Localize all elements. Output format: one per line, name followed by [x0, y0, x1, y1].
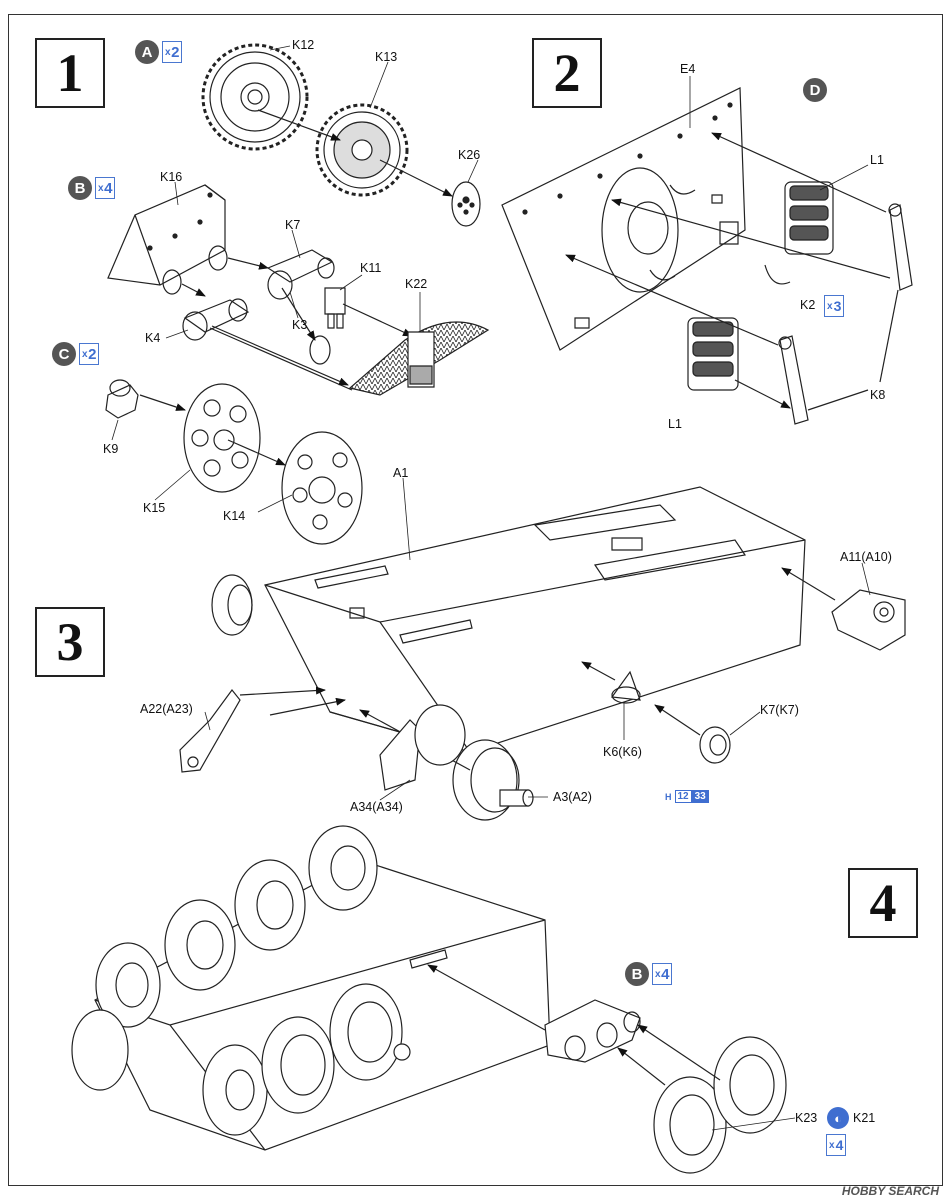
badge-letter: B: [68, 176, 92, 200]
cap-k3: [310, 336, 330, 364]
housing-k16: [108, 185, 227, 294]
label-a11: A11(A10): [840, 550, 892, 564]
badge-letter: A: [135, 40, 159, 64]
label-k15: K15: [143, 501, 166, 515]
sprocket-hub-front: [212, 575, 252, 635]
idler-k14: [282, 432, 362, 544]
step-number-2: 2: [532, 38, 602, 108]
label-a34: A34(A34): [350, 800, 403, 814]
label-k7: K7: [285, 218, 301, 232]
bracket-a11: [832, 590, 905, 650]
bumpstop-k6: [612, 672, 640, 703]
cement-icon: ◐: [827, 1107, 849, 1129]
label-k16: K16: [160, 170, 183, 184]
label-k12: K12: [292, 38, 315, 52]
label-a3: A3(A2): [553, 790, 592, 804]
bracket-k8-top: [890, 205, 912, 290]
part-k11: [325, 288, 345, 328]
label-k26: K26: [458, 148, 481, 162]
road-wheel-pair-k23-k21: [654, 1037, 786, 1173]
suspension-unit-b: [545, 1000, 640, 1062]
hook-k2-2: [650, 270, 675, 280]
label-k13: K13: [375, 50, 398, 64]
hubcap-k26: [452, 182, 480, 226]
hull-a1: [265, 487, 805, 752]
label-k14: K14: [223, 509, 246, 523]
label-a1: A1: [393, 466, 409, 480]
road-wheels-upper: [96, 826, 377, 1027]
label-k8: K8: [870, 388, 886, 402]
arm-k7: [268, 250, 334, 299]
label-l1-bottom: L1: [668, 417, 682, 431]
label-e4: E4: [680, 62, 696, 76]
label-k2: K2: [800, 298, 816, 312]
arm-a22: [180, 690, 240, 772]
label-k6: K6(K6): [603, 745, 642, 759]
label-k11: K11: [360, 261, 382, 275]
step-number-3: 3: [35, 607, 105, 677]
sprocket-k12: [203, 45, 307, 149]
road-wheels-lower: [72, 984, 410, 1135]
sprocket-k13: [317, 105, 407, 195]
label-k22: K22: [405, 277, 428, 291]
wheel-k7: [700, 727, 730, 763]
badge-letter: D: [803, 78, 827, 102]
label-l1-top: L1: [870, 153, 884, 167]
badge-letter: B: [625, 962, 649, 986]
leader-lines: [112, 46, 870, 1130]
side-plate-e4: [502, 88, 745, 350]
idler-k15: [184, 384, 260, 492]
label-k23: K23: [795, 1111, 818, 1125]
step-number-1: 1: [35, 38, 105, 108]
label-a22: A22(A23): [140, 702, 193, 716]
badge-d: D: [803, 78, 827, 102]
label-k3: K3: [292, 318, 308, 332]
track-links-l1-bottom: [688, 318, 738, 390]
part-reference-tag: H 12 33: [665, 790, 709, 803]
step-number-4: 4: [848, 868, 918, 938]
label-k7-step3: K7(K7): [760, 703, 799, 717]
badge-letter: C: [52, 342, 76, 366]
watermark: HOBBY SEARCH: [841, 1184, 939, 1198]
fender-k22: [350, 322, 488, 395]
label-k4: K4: [145, 331, 161, 345]
bracket-a34: [380, 705, 465, 790]
instruction-sheet: [8, 14, 943, 1186]
arm-k4: [183, 299, 248, 340]
track-links-l1-top: [785, 182, 833, 254]
hull-assembled: [95, 860, 550, 1150]
hook-k2-3: [765, 265, 790, 284]
hook-k2-1: [670, 185, 695, 194]
bracket-k9: [106, 380, 138, 418]
wheel-a3: [453, 740, 533, 820]
label-k9: K9: [103, 442, 119, 456]
label-k21: K21: [853, 1111, 876, 1125]
